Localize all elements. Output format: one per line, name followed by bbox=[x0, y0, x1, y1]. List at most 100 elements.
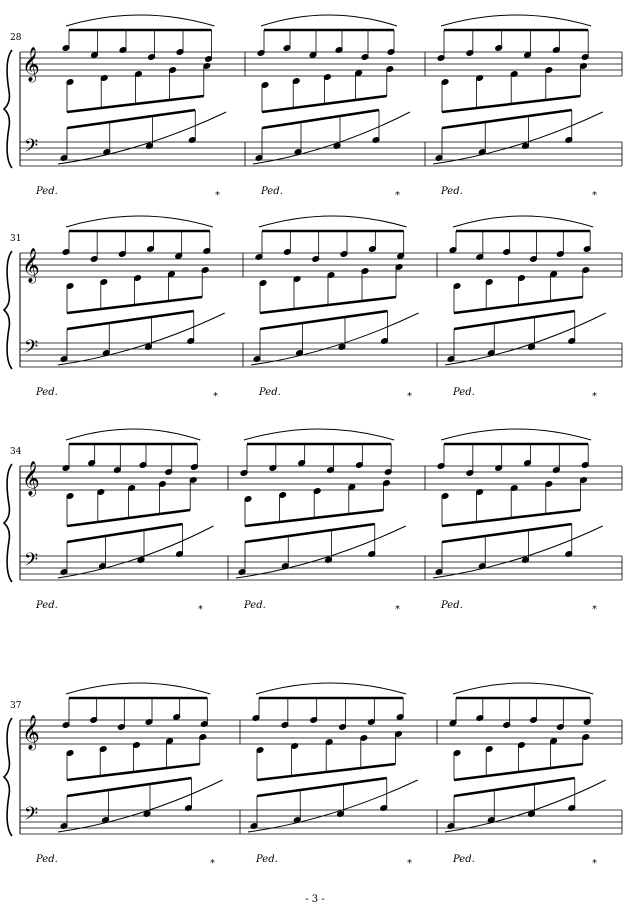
slur bbox=[260, 14, 398, 27]
measure: Ped. * bbox=[444, 215, 606, 402]
pedal-mark: Ped. bbox=[452, 387, 475, 398]
beam bbox=[66, 762, 200, 782]
pedal-mark: Ped. bbox=[35, 854, 58, 865]
bass-clef: 𝄢 bbox=[24, 136, 38, 161]
treble-staff bbox=[20, 719, 622, 745]
measure-number: 34 bbox=[10, 447, 22, 457]
beam bbox=[453, 776, 575, 798]
beam bbox=[66, 108, 196, 130]
treble-staff bbox=[20, 252, 622, 278]
pedal-mark: Ped. bbox=[260, 186, 283, 197]
beam bbox=[261, 94, 387, 114]
slur bbox=[252, 111, 411, 165]
measure: Ped.* bbox=[432, 428, 603, 615]
slur bbox=[258, 215, 407, 228]
beam bbox=[259, 295, 397, 315]
grand-staff-brace bbox=[2, 463, 13, 583]
slur bbox=[57, 312, 225, 366]
beam bbox=[453, 295, 583, 315]
pedal-release-mark: * bbox=[395, 190, 400, 201]
pedal-release-mark: * bbox=[395, 604, 400, 615]
beam bbox=[259, 309, 388, 331]
bass-clef: 𝄢 bbox=[24, 550, 38, 575]
measure: Ped.* bbox=[444, 682, 606, 869]
measure: Ped. * bbox=[235, 428, 406, 615]
treble-staff bbox=[20, 51, 622, 77]
beam bbox=[66, 94, 204, 114]
beam bbox=[441, 522, 572, 544]
slur bbox=[440, 14, 592, 27]
pedal-release-mark: * bbox=[592, 190, 597, 201]
pedal-release-mark: * bbox=[407, 391, 412, 402]
beam bbox=[453, 762, 583, 782]
slur bbox=[432, 525, 603, 579]
slur bbox=[444, 779, 606, 833]
beam bbox=[261, 108, 380, 130]
slur bbox=[452, 682, 594, 695]
pedal-release-mark: * bbox=[210, 858, 215, 869]
pedal-mark: Ped. bbox=[440, 186, 463, 197]
measure-number: 31 bbox=[10, 234, 21, 244]
measure: Ped. * bbox=[35, 215, 225, 402]
measure: Ped. * bbox=[35, 14, 227, 201]
pedal-release-mark: * bbox=[215, 190, 220, 201]
grand-staff-brace bbox=[2, 49, 13, 169]
slur bbox=[432, 111, 603, 165]
measure: Ped. * bbox=[247, 682, 418, 869]
grand-staff-brace bbox=[2, 717, 13, 837]
slur bbox=[452, 215, 594, 228]
slur bbox=[243, 428, 395, 441]
slur bbox=[57, 111, 227, 165]
slur bbox=[65, 682, 211, 695]
beam bbox=[244, 522, 375, 544]
pedal-release-mark: * bbox=[198, 604, 203, 615]
bass-clef: 𝄢 bbox=[24, 337, 38, 362]
slur bbox=[65, 215, 213, 228]
pedal-release-mark: * bbox=[592, 604, 597, 615]
bass-staff bbox=[20, 342, 622, 368]
slur bbox=[255, 682, 407, 695]
beam bbox=[453, 309, 575, 331]
pedal-release-mark: * bbox=[213, 391, 218, 402]
beam bbox=[256, 762, 396, 782]
slur bbox=[57, 525, 214, 579]
pedal-mark: Ped. bbox=[255, 854, 278, 865]
pedal-mark: Ped. bbox=[452, 854, 475, 865]
treble-staff bbox=[20, 465, 622, 491]
pedal-release-mark: * bbox=[592, 391, 597, 402]
pedal-mark: Ped. bbox=[35, 186, 58, 197]
bass-clef: 𝄢 bbox=[24, 804, 38, 829]
beam bbox=[441, 508, 581, 528]
pedal-mark: Ped. bbox=[258, 387, 281, 398]
page-number: - 3 - bbox=[305, 894, 325, 905]
slur bbox=[65, 428, 201, 441]
bass-staff bbox=[20, 555, 622, 581]
slur bbox=[235, 525, 406, 579]
slur bbox=[250, 312, 419, 366]
treble-clef: 𝄞 bbox=[22, 47, 40, 83]
measure: Ped. * bbox=[432, 14, 603, 201]
beam bbox=[66, 776, 192, 798]
measure-number: 28 bbox=[10, 33, 22, 43]
beam bbox=[66, 522, 183, 544]
measure: Ped. * bbox=[35, 428, 214, 615]
pedal-mark: Ped. bbox=[35, 600, 58, 611]
slur bbox=[444, 312, 606, 366]
slur bbox=[65, 14, 215, 27]
beam bbox=[441, 94, 581, 114]
measure-number: 37 bbox=[10, 701, 22, 711]
beam bbox=[244, 508, 384, 528]
measure: Ped. * bbox=[35, 682, 223, 869]
pedal-release-mark: * bbox=[407, 858, 412, 869]
pedal-mark: Ped. bbox=[243, 600, 266, 611]
slur bbox=[247, 779, 418, 833]
measure: Ped. * bbox=[250, 215, 419, 402]
pedal-mark: Ped. bbox=[35, 387, 58, 398]
treble-clef: 𝄞 bbox=[22, 715, 40, 751]
beam bbox=[66, 295, 203, 315]
